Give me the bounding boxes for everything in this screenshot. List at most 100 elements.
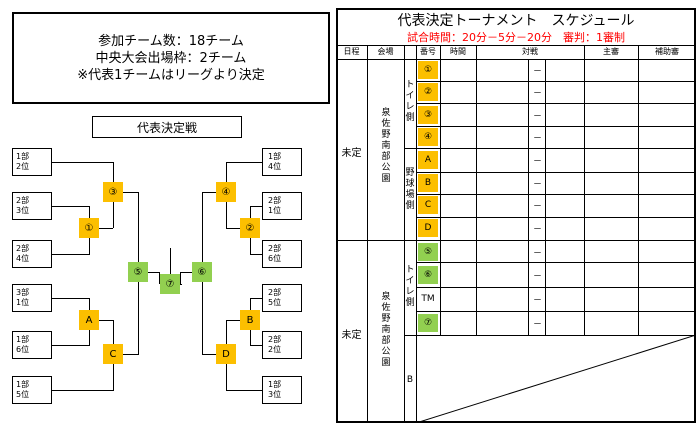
- header-time: 時間: [450, 47, 466, 56]
- sched-num-a: A: [418, 151, 438, 169]
- sched-num-7: ⑦: [418, 314, 438, 332]
- schedule-subtitle: 試合時間：20分－5分－20分 審判：1審制: [407, 31, 625, 44]
- team-label: 2部: [16, 196, 30, 205]
- team-rank: 6位: [16, 345, 30, 354]
- sched-num-b: B: [418, 174, 438, 192]
- match-dash: －: [533, 89, 543, 99]
- team-rank: 1位: [16, 298, 30, 307]
- team-label: 2部: [16, 244, 30, 253]
- team-left-5: 1部 6位: [12, 331, 52, 359]
- match-dash: －: [533, 67, 543, 77]
- schedule-table: [336, 8, 696, 423]
- team-right-3: 2部 6位: [262, 240, 302, 268]
- team-label: 2部: [268, 335, 282, 344]
- team-rank: 5位: [16, 390, 30, 399]
- sched-num-1: ①: [418, 61, 438, 79]
- team-left-3: 2部 4位: [12, 240, 52, 268]
- team-right-4: 2部 5位: [262, 284, 302, 312]
- schedule-title: 代表決定トーナメント スケジュール: [397, 13, 635, 29]
- team-rank: 2位: [16, 162, 30, 171]
- match-6: ⑥: [192, 262, 212, 282]
- top-field-1: トイレ側: [404, 80, 416, 124]
- sched-num-3: ③: [418, 106, 438, 124]
- sched-num-d: D: [418, 219, 438, 237]
- bottom-field-2: B: [406, 375, 414, 385]
- match-dash: －: [533, 112, 543, 122]
- team-left-4: 3部 1位: [12, 284, 52, 312]
- team-rank: 2位: [268, 345, 282, 354]
- sched-num-4: ④: [418, 128, 438, 146]
- team-count: 参加チーム数：18チーム: [98, 33, 244, 49]
- team-label: 1部: [16, 380, 30, 389]
- team-left-2: 2部 3位: [12, 192, 52, 220]
- team-right-2: 2部 1位: [262, 192, 302, 220]
- top-venue: 泉佐野南部公園: [380, 108, 392, 185]
- top-field-2: 野球場側: [404, 168, 416, 212]
- top-venue-text: 泉佐野南部公園: [381, 108, 391, 184]
- header-number: 番号: [420, 47, 436, 56]
- bottom-venue-text: 泉佐野南部公園: [381, 292, 391, 368]
- diagonal-slash: [416, 335, 696, 423]
- team-rank: 5位: [268, 298, 282, 307]
- team-right-1: 1部 4位: [262, 148, 302, 176]
- league-note: ※代表1チームはリーグより決定: [77, 67, 265, 83]
- match-dash: －: [533, 272, 543, 282]
- match-dash: －: [533, 320, 543, 330]
- team-label: 3部: [16, 288, 30, 297]
- match-1: ①: [79, 218, 99, 238]
- match-4: ④: [216, 182, 236, 202]
- match-dash: －: [533, 180, 543, 190]
- match-dash: －: [533, 249, 543, 259]
- header-referee: 主審: [603, 47, 619, 56]
- team-label: 1部: [16, 152, 30, 161]
- match-5: ⑤: [128, 262, 148, 282]
- header-assistant: 補助審: [655, 47, 679, 56]
- header-venue: 会場: [377, 47, 394, 56]
- match-dash: －: [533, 202, 543, 212]
- match-7: ⑦: [160, 274, 180, 294]
- top-field-1-text: トイレ側: [405, 80, 415, 123]
- team-label: 1部: [268, 380, 282, 389]
- team-rank: 6位: [268, 254, 282, 263]
- sched-num-6: ⑥: [418, 266, 438, 284]
- match-d: D: [216, 344, 236, 364]
- match-dash: －: [533, 157, 543, 167]
- team-left-6: 1部 5位: [12, 376, 52, 404]
- sched-num-5: ⑤: [418, 243, 438, 261]
- sched-num-tm: TM: [421, 294, 435, 304]
- bottom-field-1-text: トイレ側: [405, 265, 415, 308]
- header-date: 日程: [343, 47, 360, 56]
- bracket-title: 代表決定戦: [92, 116, 242, 138]
- match-b: B: [240, 310, 260, 330]
- sched-num-2: ②: [418, 83, 438, 101]
- team-rank: 3位: [268, 390, 282, 399]
- qualify-slots: 中央大会出場枠：2チーム: [95, 50, 247, 66]
- team-label: 2部: [268, 288, 282, 297]
- match-3: ③: [103, 182, 123, 202]
- team-right-5: 2部 2位: [262, 331, 302, 359]
- match-dash: －: [533, 225, 543, 235]
- team-label: 1部: [268, 152, 282, 161]
- info-box: 参加チーム数：18チーム 中央大会出場枠：2チーム ※代表1チームはリーグより決…: [12, 12, 330, 104]
- match-dash: －: [533, 296, 543, 306]
- team-rank: 4位: [268, 162, 282, 171]
- match-dash: －: [533, 134, 543, 144]
- top-field-2-text: 野球場側: [405, 168, 415, 211]
- team-label: 1部: [16, 335, 30, 344]
- match-a: A: [79, 310, 99, 330]
- header-match: 対戦: [522, 47, 538, 56]
- team-right-6: 1部 3位: [262, 376, 302, 404]
- sched-num-c: C: [418, 196, 438, 214]
- match-c: C: [103, 344, 123, 364]
- bottom-venue: 泉佐野南部公園: [380, 292, 392, 369]
- bottom-field-1: トイレ側: [404, 265, 416, 309]
- team-rank: 3位: [16, 206, 30, 215]
- bottom-date: 未定: [341, 330, 362, 341]
- team-left-1: 1部 2位: [12, 148, 52, 176]
- team-rank: 4位: [16, 254, 30, 263]
- top-date: 未定: [341, 148, 362, 159]
- team-label: 2部: [268, 196, 282, 205]
- match-2: ②: [240, 218, 260, 238]
- team-rank: 1位: [268, 206, 282, 215]
- team-label: 2部: [268, 244, 282, 253]
